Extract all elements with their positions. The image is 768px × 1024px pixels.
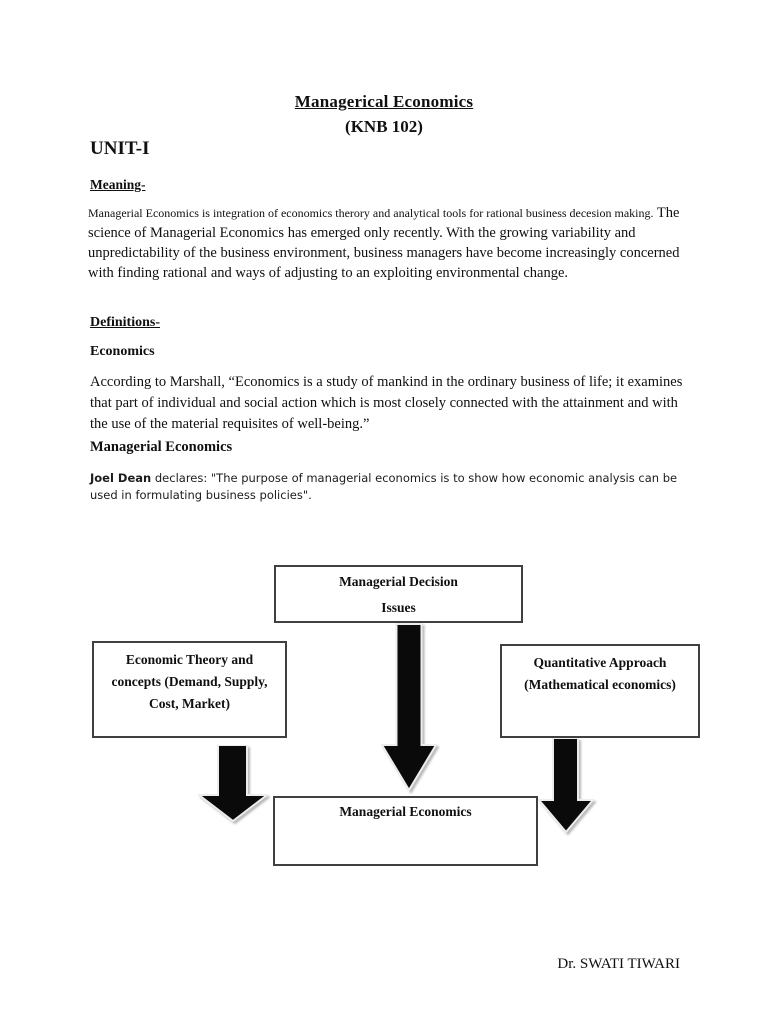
meaning-paragraph-rest: The science of Managerial Economics has … bbox=[88, 205, 680, 281]
author-signature: Dr. SWATI TIWARI bbox=[557, 956, 680, 972]
meaning-paragraph-lead: Managerial Economics is integration of e… bbox=[88, 206, 654, 220]
joel-dean-quote: declares: "The purpose of managerial eco… bbox=[90, 471, 678, 502]
diagram-box-top-line1: Managerial Decision bbox=[339, 574, 458, 589]
joel-dean-name: Joel Dean bbox=[90, 471, 152, 485]
diagram-box-managerial-economics: Managerial Economics bbox=[273, 796, 538, 866]
course-code: (KNB 102) bbox=[345, 117, 423, 136]
definitions-heading: Definitions- bbox=[90, 315, 160, 330]
economics-heading: Economics bbox=[90, 344, 155, 359]
diagram-box-managerial-decision-issues: Managerial Decision Issues bbox=[274, 565, 523, 623]
meaning-paragraph: Managerial Economics is integration of e… bbox=[88, 203, 689, 283]
diagram-box-quantitative-approach: Quantitative Approach (Mathematical econ… bbox=[500, 644, 700, 738]
diagram-box-bottom-label: Managerial Economics bbox=[339, 804, 472, 819]
meaning-heading: Meaning- bbox=[90, 177, 146, 192]
diagram-box-right-line1: Quantitative Approach bbox=[533, 655, 667, 670]
down-block-arrow-icon bbox=[538, 738, 594, 833]
unit-heading: UNIT-I bbox=[90, 138, 150, 159]
joel-dean-paragraph: Joel Dean declares: "The purpose of mana… bbox=[90, 470, 702, 503]
diagram-box-right-line2: (Mathematical economics) bbox=[524, 677, 676, 692]
down-block-arrow-icon bbox=[198, 745, 268, 822]
marshall-definition-paragraph: According to Marshall, “Economics is a s… bbox=[90, 374, 683, 432]
diagram-box-left-line3: Cost, Market) bbox=[149, 696, 230, 711]
down-block-arrow-icon bbox=[381, 623, 437, 792]
diagram-box-left-line1: Economic Theory and bbox=[125, 652, 254, 667]
diagram-box-left-line2: concepts (Demand, Supply, bbox=[111, 674, 268, 689]
diagram-box-top-line2: Issues bbox=[381, 600, 416, 615]
managerial-economics-heading: Managerial Economics bbox=[90, 439, 233, 455]
diagram-box-economic-theory: Economic Theory and concepts (Demand, Su… bbox=[92, 641, 287, 738]
page-title: Managerical Economics bbox=[294, 92, 474, 111]
